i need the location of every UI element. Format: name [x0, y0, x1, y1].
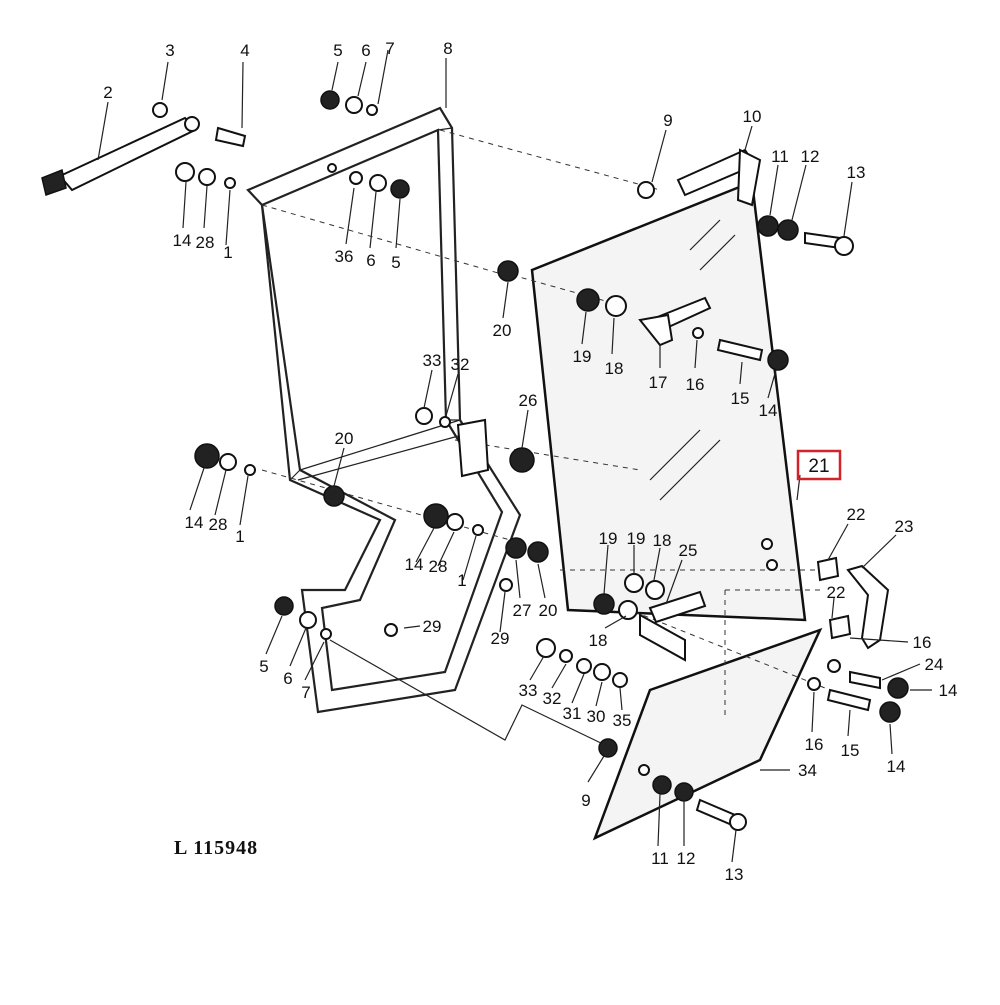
callout-18: 18 [605, 359, 624, 378]
callout-8: 8 [443, 39, 452, 58]
callout-15: 15 [731, 389, 750, 408]
callout-19: 19 [573, 347, 592, 366]
callout-20: 20 [539, 601, 558, 620]
hinge-bracket [638, 296, 712, 347]
drawing-reference: L 115948 [174, 837, 258, 859]
callout-14: 14 [173, 231, 192, 250]
callout-14: 14 [759, 401, 778, 420]
callout-14: 14 [887, 757, 906, 776]
callout-6: 6 [366, 251, 375, 270]
callout-7: 7 [385, 39, 394, 58]
callout-28: 28 [196, 233, 215, 252]
angle-bracket [676, 148, 762, 207]
glass-panel [530, 180, 807, 622]
callout-16: 16 [686, 375, 705, 394]
callout-3: 3 [165, 41, 174, 60]
callout-30: 30 [587, 707, 606, 726]
lower-glass-panel [592, 627, 823, 841]
callout-labels: 3 2 4 5 6 7 8 9 10 11 12 13 14 28 1 36 6… [103, 39, 957, 884]
callout-18: 18 [589, 631, 608, 650]
callout-27: 27 [513, 601, 532, 620]
callout-10: 10 [743, 107, 762, 126]
callout-15: 15 [841, 741, 860, 760]
hinge-plate [456, 418, 490, 478]
callout-19: 19 [599, 529, 618, 548]
callout-29: 29 [423, 617, 442, 636]
door-handle [846, 564, 890, 650]
callout-29: 29 [491, 629, 510, 648]
callout-14: 14 [939, 681, 958, 700]
callout-23: 23 [895, 517, 914, 536]
callout-16: 16 [805, 735, 824, 754]
callout-19: 19 [627, 529, 646, 548]
callout-13: 13 [725, 865, 744, 884]
hardware-fasteners [152, 90, 909, 831]
callout-5: 5 [259, 657, 268, 676]
callout-22: 22 [827, 583, 846, 602]
callout-28: 28 [429, 557, 448, 576]
callout-5: 5 [333, 41, 342, 60]
callout-11: 11 [651, 849, 669, 868]
callout-9: 9 [581, 791, 590, 810]
callout-1: 1 [235, 527, 244, 546]
callout-33: 33 [519, 681, 538, 700]
callout-36: 36 [335, 247, 354, 266]
callout-18: 18 [653, 531, 672, 550]
callout-33: 33 [423, 351, 442, 370]
callout-4: 4 [240, 41, 249, 60]
leader-lines [97, 49, 932, 863]
callout-32: 32 [543, 689, 562, 708]
callout-26: 26 [519, 391, 538, 410]
callout-24: 24 [925, 655, 944, 674]
door-frame [246, 106, 522, 714]
callout-34: 34 [798, 761, 817, 780]
callout-1: 1 [457, 571, 466, 590]
callout-5: 5 [391, 253, 400, 272]
callout-9: 9 [663, 111, 672, 130]
callout-12: 12 [677, 849, 696, 868]
callout-7: 7 [301, 683, 310, 702]
callout-13: 13 [847, 163, 866, 182]
callout-20: 20 [335, 429, 354, 448]
callout-14: 14 [185, 513, 204, 532]
callout-1: 1 [223, 243, 232, 262]
callout-17: 17 [649, 373, 668, 392]
callout-11: 11 [771, 147, 789, 166]
callout-31: 31 [563, 704, 582, 723]
highlight-box [796, 449, 842, 481]
callout-6: 6 [283, 669, 292, 688]
callout-32: 32 [451, 355, 470, 374]
callout-28: 28 [209, 515, 228, 534]
callout-35: 35 [613, 711, 632, 730]
callout-12: 12 [801, 147, 820, 166]
callout-2: 2 [103, 83, 112, 102]
callout-6: 6 [361, 41, 370, 60]
highlighted-part-21[interactable]: 21 [796, 449, 842, 481]
callout-22: 22 [847, 505, 866, 524]
callout-16: 16 [913, 633, 932, 652]
lower-bracket [639, 590, 707, 662]
callout-14: 14 [405, 555, 424, 574]
callout-21: 21 [808, 456, 829, 477]
callout-20: 20 [493, 321, 512, 340]
gas-strut [41, 116, 200, 196]
assembly-lines [261, 129, 831, 771]
callout-25: 25 [679, 541, 698, 560]
